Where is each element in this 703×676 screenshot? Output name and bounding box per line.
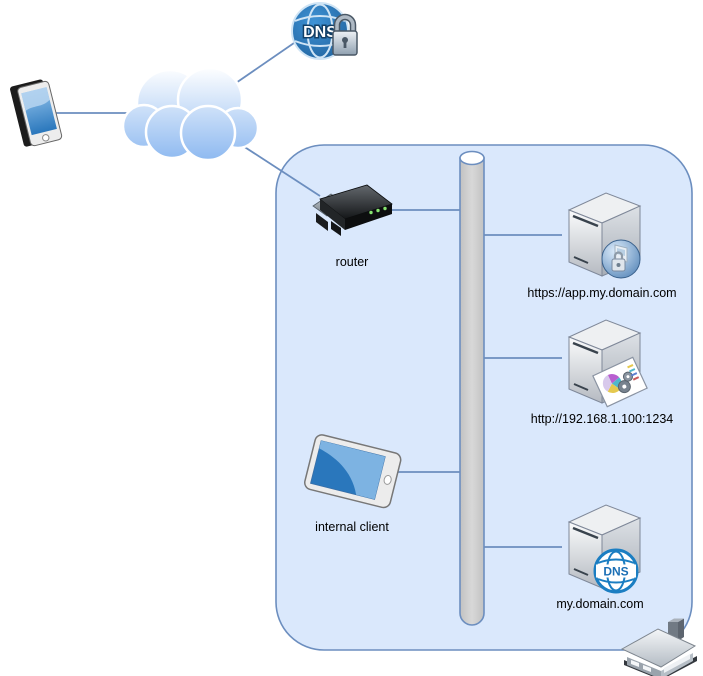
dns-globe-lock-icon: DNS xyxy=(291,2,358,60)
server-http-label: http://192.168.1.100:1234 xyxy=(531,412,674,426)
application-card-icon xyxy=(592,356,648,408)
router-node: router xyxy=(312,184,393,269)
cloud-icon xyxy=(121,66,260,162)
gears-glyph xyxy=(617,371,633,394)
network-bus-cylinder xyxy=(459,150,485,626)
internal-client-node: internal client xyxy=(303,434,402,534)
router-led xyxy=(383,206,387,211)
house-icon xyxy=(620,618,697,676)
router-icon xyxy=(312,184,393,236)
internal-client-label: internal client xyxy=(315,520,389,534)
server-https-node: https://app.my.domain.com xyxy=(527,191,677,300)
server-dns-node: DNS my.domain.com xyxy=(556,503,644,611)
server-dns-label: my.domain.com xyxy=(556,597,643,611)
router-led xyxy=(369,210,373,215)
edge-cloud-dns xyxy=(232,42,295,86)
router-led xyxy=(376,208,380,213)
pie-chart-glyph xyxy=(602,374,622,394)
edge-cloud-router xyxy=(239,143,321,197)
server-http-node: http://192.168.1.100:1234 xyxy=(531,318,674,426)
smartphone-icon xyxy=(10,79,63,147)
dns-globe-text: DNS xyxy=(303,24,337,41)
server-https-label: https://app.my.domain.com xyxy=(527,286,676,300)
legend-dashes-glyph xyxy=(627,364,640,381)
secure-web-globe-icon xyxy=(601,239,641,279)
dns-globe-outline-icon: DNS xyxy=(593,548,639,594)
tablet-icon xyxy=(303,434,402,509)
padlock-icon xyxy=(332,13,358,56)
dns-globe-text: DNS xyxy=(603,565,628,579)
router-label: router xyxy=(336,255,369,269)
